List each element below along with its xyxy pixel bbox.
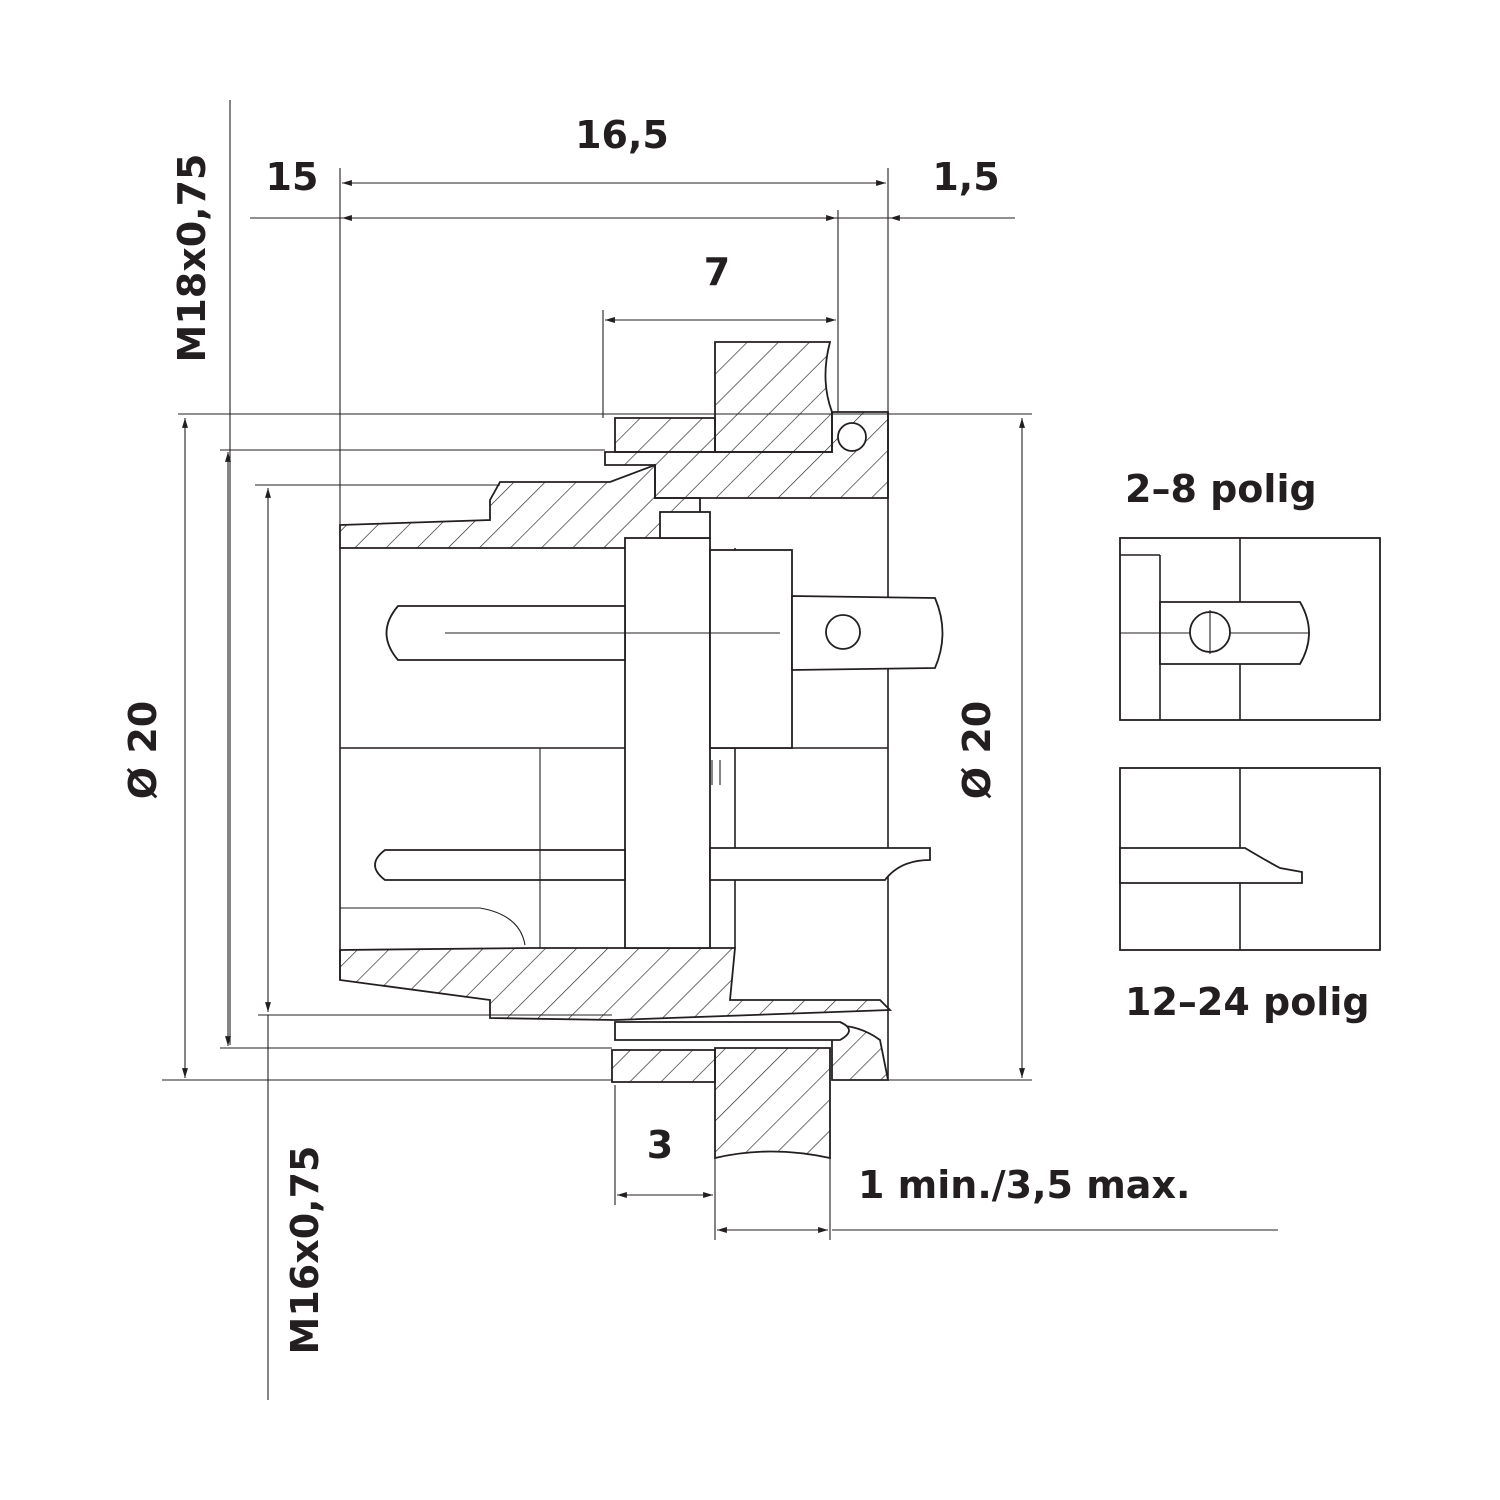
flange-top — [614, 417, 716, 453]
panel-top-section — [714, 341, 833, 453]
label-dia-right: Ø 20 — [955, 701, 999, 799]
label-3: 3 — [647, 1123, 673, 1167]
label-panel-thickness: 1 min./3,5 max. — [858, 1163, 1190, 1207]
label-7: 7 — [704, 250, 730, 294]
contact-insert — [624, 537, 711, 949]
detail-2-8-polig — [1119, 537, 1381, 721]
label-thread-top: M18x0,75 — [170, 154, 214, 363]
label-thread-bottom: M16x0,75 — [283, 1146, 327, 1355]
label-16-5: 16,5 — [575, 113, 669, 157]
insert-collar — [709, 549, 793, 749]
label-15: 15 — [266, 155, 319, 199]
label-1-5: 1,5 — [932, 155, 999, 199]
panel-bottom-section — [714, 1047, 831, 1160]
connector-body — [339, 341, 944, 1160]
dimension-labels: 16,5 15 1,5 7 M18x0,75 M16x0,75 Ø 20 Ø 2… — [121, 113, 1370, 1354]
solder-cup-top — [791, 595, 944, 671]
label-12-24-polig: 12–24 polig — [1125, 980, 1370, 1024]
housing-top-wall — [339, 463, 701, 549]
retainer-bottom — [614, 1021, 850, 1041]
dimension-lines — [182, 180, 1278, 1233]
solder-tail-bottom — [709, 847, 931, 881]
label-dia-left: Ø 20 — [121, 701, 165, 799]
housing-bottom-wall — [339, 947, 893, 1021]
solder-hole-top — [825, 614, 861, 650]
o-ring-top — [837, 422, 867, 452]
contact-pin-bottom — [374, 849, 626, 881]
flange-bottom — [611, 1049, 716, 1083]
detail-12-24-polig — [1119, 767, 1381, 951]
insert-step — [659, 511, 711, 539]
label-2-8-polig: 2–8 polig — [1125, 467, 1317, 511]
